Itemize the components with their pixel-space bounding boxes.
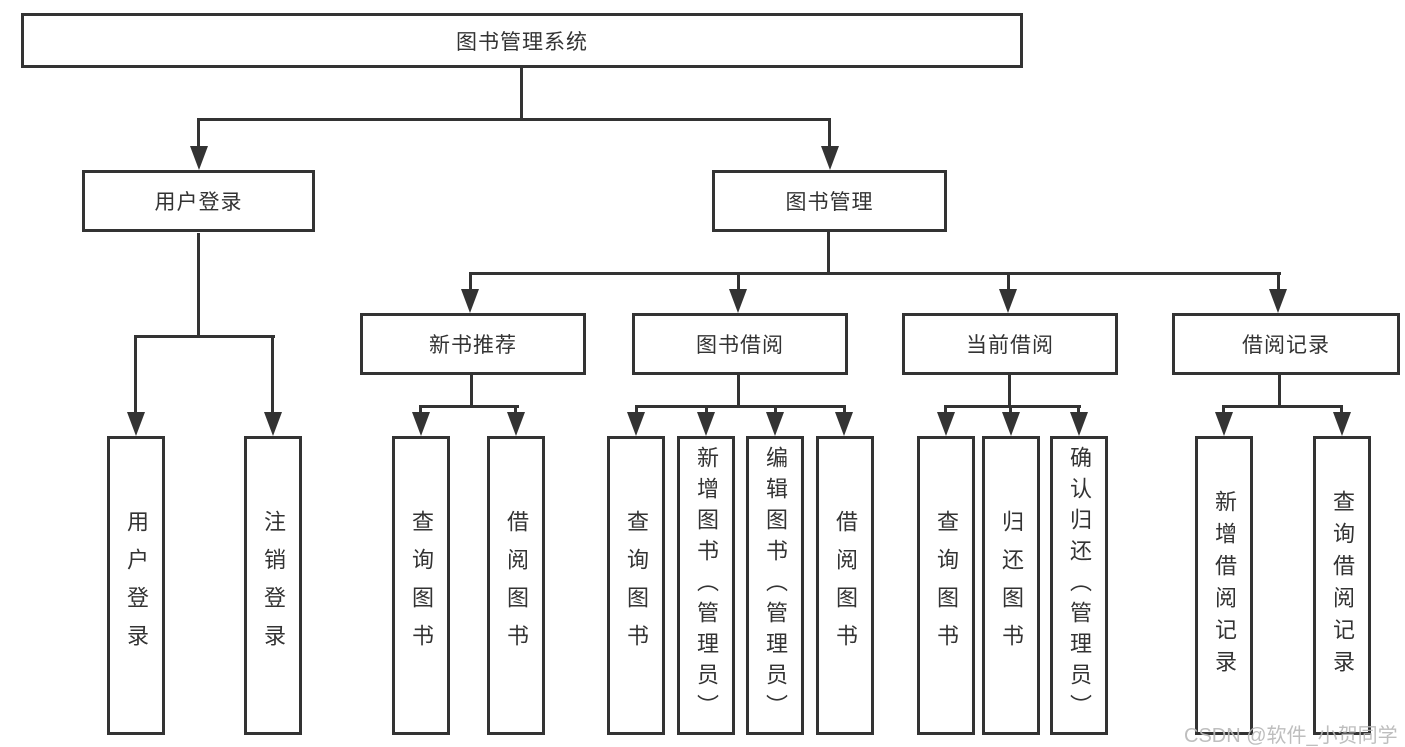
node-leaf-borrow-books: 借阅图书 xyxy=(487,436,545,735)
connector-line xyxy=(514,405,517,415)
node-label: 借阅图书 xyxy=(833,509,858,662)
connector-line xyxy=(828,118,831,150)
node-label: 编辑图书（管理员） xyxy=(763,446,788,725)
node-leaf-return-books: 归还图书 xyxy=(982,436,1040,735)
arrow-down-icon xyxy=(1002,412,1020,436)
connector-line xyxy=(1008,375,1011,408)
connector-line xyxy=(1278,375,1281,408)
node-label: 查询借阅记录 xyxy=(1330,489,1355,682)
node-current-borrow: 当前借阅 xyxy=(902,313,1118,375)
connector-line xyxy=(1222,405,1225,415)
arrow-down-icon xyxy=(1215,412,1233,436)
connector-line xyxy=(470,375,473,408)
node-label: 用户登录 xyxy=(124,509,149,662)
connector-line xyxy=(944,405,1081,408)
connector-line xyxy=(1009,405,1012,415)
connector-line xyxy=(635,405,845,408)
arrow-down-icon xyxy=(835,412,853,436)
node-label: 图书管理系统 xyxy=(456,30,588,54)
connector-line xyxy=(197,233,200,337)
arrow-down-icon xyxy=(127,412,145,436)
node-new-book-recommend: 新书推荐 xyxy=(360,313,586,375)
connector-line xyxy=(737,272,740,292)
csdn-watermark: CSDN @软件_小贺同学 xyxy=(1184,725,1398,747)
arrow-down-icon xyxy=(412,412,430,436)
connector-line xyxy=(774,405,777,415)
node-label: 用户登录 xyxy=(154,191,243,214)
node-label: 图书借阅 xyxy=(696,334,784,357)
connector-line xyxy=(827,232,830,275)
connector-line xyxy=(197,118,200,150)
node-label: 归还图书 xyxy=(999,509,1024,662)
node-label: 查询图书 xyxy=(624,509,649,662)
node-label: 注销登录 xyxy=(261,509,286,662)
node-label: 借阅记录 xyxy=(1242,334,1330,357)
connector-line xyxy=(134,335,275,338)
node-book-borrow: 图书借阅 xyxy=(632,313,848,375)
arrow-down-icon xyxy=(1070,412,1088,436)
node-label: 新书推荐 xyxy=(429,334,517,357)
arrow-down-icon xyxy=(999,289,1017,313)
arrow-down-icon xyxy=(507,412,525,436)
connector-line xyxy=(944,405,947,415)
node-label: 新增图书（管理员） xyxy=(694,446,719,725)
node-label: 查询图书 xyxy=(409,509,434,662)
arrow-down-icon xyxy=(697,412,715,436)
connector-line xyxy=(1007,272,1010,292)
node-leaf-confirm-return-admin: 确认归还（管理员） xyxy=(1050,436,1108,735)
node-library-system: 图书管理系统 xyxy=(21,13,1023,68)
connector-line xyxy=(1077,405,1080,415)
arrow-down-icon xyxy=(1269,289,1287,313)
connector-line xyxy=(134,335,137,415)
connector-line xyxy=(1222,405,1343,408)
node-label: 确认归还（管理员） xyxy=(1067,446,1092,725)
connector-line xyxy=(271,335,274,415)
node-label: 新增借阅记录 xyxy=(1212,489,1237,682)
arrow-down-icon xyxy=(937,412,955,436)
node-leaf-borrow-books: 借阅图书 xyxy=(816,436,874,735)
arrow-down-icon xyxy=(821,146,839,170)
node-book-management: 图书管理 xyxy=(712,170,947,232)
node-leaf-add-books-admin: 新增图书（管理员） xyxy=(677,436,735,735)
connector-line xyxy=(419,405,519,408)
node-leaf-logout: 注销登录 xyxy=(244,436,302,735)
node-label: 借阅图书 xyxy=(504,509,529,662)
connector-line xyxy=(469,272,472,292)
node-label: 查询图书 xyxy=(934,509,959,662)
arrow-down-icon xyxy=(264,412,282,436)
arrow-down-icon xyxy=(729,289,747,313)
connector-line xyxy=(419,405,422,415)
connector-line xyxy=(705,405,708,415)
node-leaf-add-borrow-record: 新增借阅记录 xyxy=(1195,436,1253,735)
node-label: 图书管理 xyxy=(785,191,874,214)
connector-line xyxy=(737,375,740,408)
node-borrow-records: 借阅记录 xyxy=(1172,313,1400,375)
node-leaf-user-login: 用户登录 xyxy=(107,436,165,735)
connector-line xyxy=(635,405,638,415)
arrow-down-icon xyxy=(190,146,208,170)
node-user-login: 用户登录 xyxy=(82,170,315,232)
arrow-down-icon xyxy=(627,412,645,436)
node-leaf-query-books: 查询图书 xyxy=(392,436,450,735)
connector-line xyxy=(520,68,523,118)
node-leaf-query-borrow-record: 查询借阅记录 xyxy=(1313,436,1371,735)
node-leaf-query-books: 查询图书 xyxy=(607,436,665,735)
node-label: 当前借阅 xyxy=(966,334,1054,357)
connector-line xyxy=(1340,405,1343,415)
arrow-down-icon xyxy=(766,412,784,436)
connector-line xyxy=(843,405,846,415)
arrow-down-icon xyxy=(461,289,479,313)
connector-line xyxy=(1277,272,1280,292)
connector-line xyxy=(469,272,1281,275)
node-leaf-query-books: 查询图书 xyxy=(917,436,975,735)
arrow-down-icon xyxy=(1333,412,1351,436)
connector-line xyxy=(197,118,831,121)
node-leaf-edit-books-admin: 编辑图书（管理员） xyxy=(746,436,804,735)
